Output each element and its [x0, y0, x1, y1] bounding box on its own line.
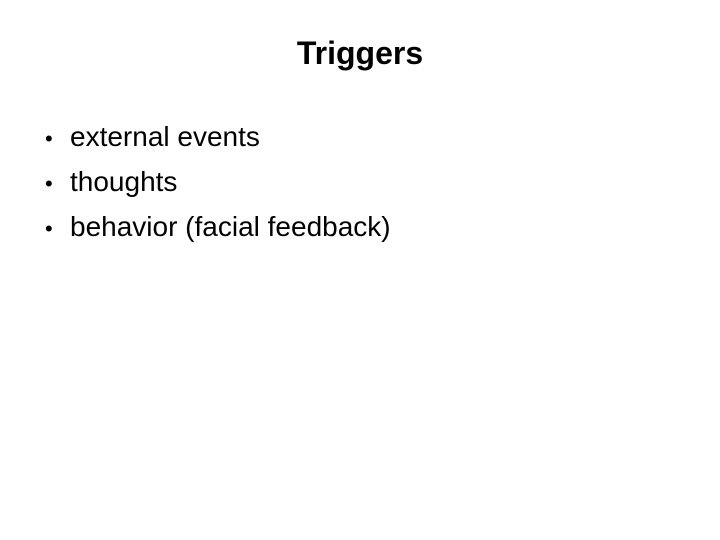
bullet-item-thoughts: • thoughts [45, 159, 685, 204]
bullet-list: • external events • thoughts • behavior … [45, 114, 685, 249]
bullet-text: external events [70, 121, 260, 152]
bullet-item-external-events: • external events [45, 114, 685, 159]
bullet-text: behavior (facial feedback) [70, 211, 391, 242]
bullet-marker-icon: • [45, 126, 53, 151]
bullet-marker-icon: • [45, 216, 53, 241]
bullet-item-behavior: • behavior (facial feedback) [45, 204, 685, 249]
bullet-text: thoughts [70, 166, 178, 197]
bullet-marker-icon: • [45, 171, 53, 196]
slide-title: Triggers [296, 35, 424, 71]
